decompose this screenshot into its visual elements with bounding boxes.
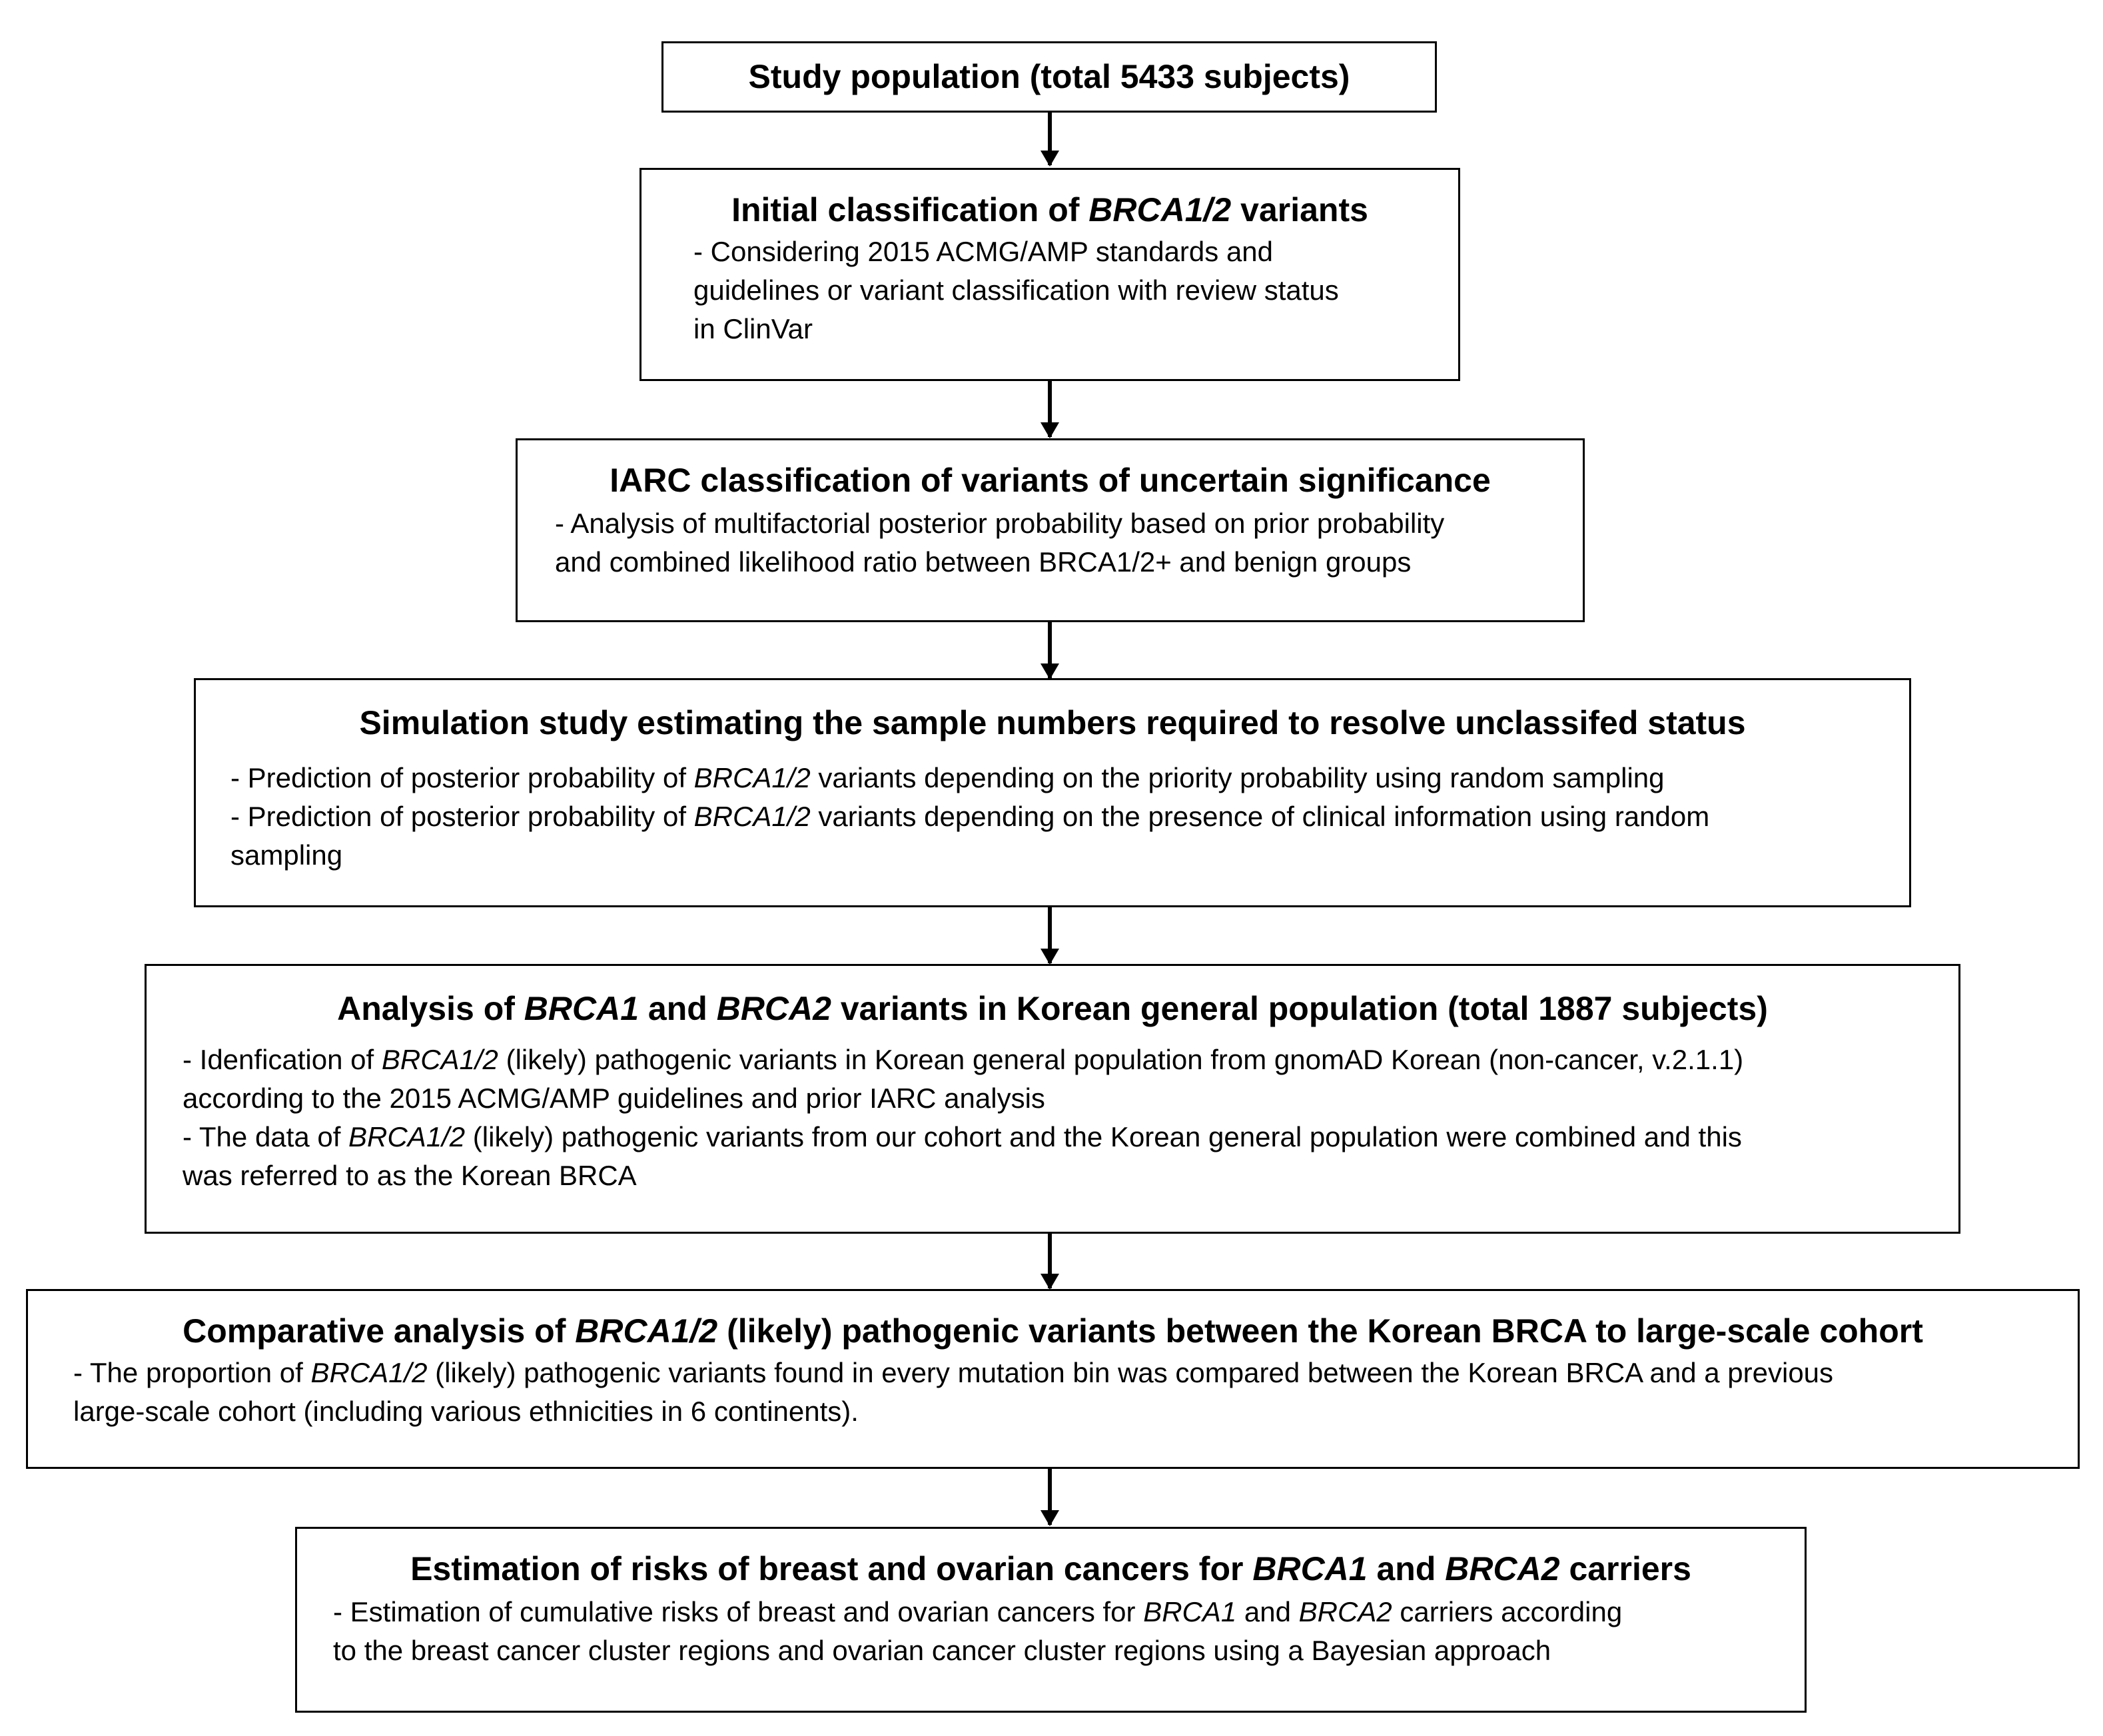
title-text: variants in Korean general population (t… (831, 990, 1768, 1027)
line-text: - The proportion of (73, 1357, 311, 1388)
box-title: Estimation of risks of breast and ovaria… (297, 1549, 1805, 1589)
flow-box-comparative-analysis: Comparative analysis of BRCA1/2 (likely)… (26, 1289, 2080, 1469)
title-text: variants (1231, 191, 1368, 228)
line-text: (likely) pathogenic variants from our co… (465, 1121, 1742, 1152)
title-text: (likely) pathogenic variants between the… (717, 1312, 1923, 1350)
line-text: carriers according (1392, 1596, 1623, 1627)
line-text: was referred to as the Korean BRCA (183, 1160, 637, 1191)
line-text: variants depending on the priority proba… (810, 762, 1665, 793)
line-text: in ClinVar (693, 313, 813, 344)
box-title: Study population (total 5433 subjects) (663, 57, 1435, 97)
title-text: Comparative analysis of (183, 1312, 576, 1350)
box-title: Analysis of BRCA1 and BRCA2 variants in … (147, 989, 1958, 1029)
title-text: Analysis of (337, 990, 524, 1027)
gene-name: BRCA1/2 (310, 1357, 428, 1388)
line-text: and (1236, 1596, 1299, 1627)
flow-box-simulation-study: Simulation study estimating the sample n… (194, 678, 1911, 907)
flow-box-iarc-classification: IARC classification of variants of uncer… (516, 438, 1585, 622)
box-line: and combined likelihood ratio between BR… (555, 543, 1583, 582)
flow-arrow (1041, 381, 1059, 438)
line-text: according to the 2015 ACMG/AMP guideline… (183, 1083, 1045, 1114)
title-text: carriers (1559, 1550, 1691, 1587)
box-line: - The proportion of BRCA1/2 (likely) pat… (73, 1354, 2078, 1392)
line-text: - Considering 2015 ACMG/AMP standards an… (693, 236, 1274, 267)
line-text: - Prediction of posterior probability of (230, 762, 694, 793)
box-line: was referred to as the Korean BRCA (183, 1156, 1958, 1195)
gene-name: BRCA1/2 (693, 762, 811, 793)
gene-name: BRCA1 (1252, 1550, 1368, 1587)
line-text: - Prediction of posterior probability of (230, 801, 694, 832)
box-title: Comparative analysis of BRCA1/2 (likely)… (28, 1311, 2078, 1351)
gene-name: BRCA1/2 (693, 801, 811, 832)
box-line: - Prediction of posterior probability of… (230, 797, 1909, 836)
flow-arrow (1041, 113, 1059, 167)
line-text: sampling (230, 839, 343, 871)
gene-name: BRCA1 (1143, 1596, 1237, 1627)
line-text: - Idenfication of (183, 1044, 382, 1075)
gene-name: BRCA1 (524, 990, 639, 1027)
flow-box-korean-population-analysis: Analysis of BRCA1 and BRCA2 variants in … (145, 964, 1960, 1234)
line-text: variants depending on the presence of cl… (810, 801, 1710, 832)
gene-name: BRCA1/2 (381, 1044, 498, 1075)
line-text: - Estimation of cumulative risks of brea… (333, 1596, 1144, 1627)
box-line: - Analysis of multifactorial posterior p… (555, 504, 1583, 543)
flow-arrow (1041, 1234, 1059, 1290)
flow-arrow (1041, 622, 1059, 679)
line-text: to the breast cancer cluster regions and… (333, 1635, 1551, 1666)
flow-box-initial-classification: Initial classification of BRCA1/2 varian… (639, 168, 1460, 381)
line-text: (likely) pathogenic variants found in ev… (427, 1357, 1834, 1388)
line-text: (likely) pathogenic variants in Korean g… (498, 1044, 1744, 1075)
box-line: to the breast cancer cluster regions and… (333, 1631, 1805, 1670)
title-text: Simulation study estimating the sample n… (359, 704, 1746, 741)
line-text: guidelines or variant classification wit… (693, 274, 1339, 306)
gene-name: BRCA2 (1298, 1596, 1392, 1627)
line-text: large-scale cohort (including various et… (73, 1396, 859, 1427)
box-line: according to the 2015 ACMG/AMP guideline… (183, 1079, 1958, 1118)
line-text: - The data of (183, 1121, 349, 1152)
title-text: IARC classification of variants of uncer… (610, 462, 1491, 499)
box-line: sampling (230, 836, 1909, 875)
title-text: and (639, 990, 717, 1027)
box-line: - The data of BRCA1/2 (likely) pathogeni… (183, 1118, 1958, 1156)
title-text: Initial classification of (731, 191, 1089, 228)
gene-name: BRCA1/2 (575, 1312, 718, 1350)
box-line: in ClinVar (693, 310, 1458, 348)
box-title: Initial classification of BRCA1/2 varian… (641, 190, 1458, 230)
box-line: - Prediction of posterior probability of… (230, 759, 1909, 797)
gene-name: BRCA2 (1445, 1550, 1560, 1587)
title-text: Study population (total 5433 subjects) (748, 58, 1350, 95)
title-text: Estimation of risks of breast and ovaria… (410, 1550, 1253, 1587)
line-text: and combined likelihood ratio between BR… (555, 546, 1412, 578)
box-line: large-scale cohort (including various et… (73, 1392, 2078, 1431)
flow-arrow (1041, 907, 1059, 965)
flow-box-risk-estimation: Estimation of risks of breast and ovaria… (295, 1527, 1807, 1713)
box-line: - Idenfication of BRCA1/2 (likely) patho… (183, 1041, 1958, 1079)
line-text: - Analysis of multifactorial posterior p… (555, 508, 1445, 539)
box-line: guidelines or variant classification wit… (693, 271, 1458, 310)
flow-box-study-population: Study population (total 5433 subjects) (661, 41, 1437, 113)
box-line: - Estimation of cumulative risks of brea… (333, 1593, 1805, 1631)
box-title: IARC classification of variants of uncer… (518, 460, 1583, 500)
box-title: Simulation study estimating the sample n… (196, 703, 1909, 743)
box-line: - Considering 2015 ACMG/AMP standards an… (693, 232, 1458, 271)
flow-arrow (1041, 1469, 1059, 1526)
gene-name: BRCA1/2 (348, 1121, 466, 1152)
gene-name: BRCA2 (716, 990, 831, 1027)
gene-name: BRCA1/2 (1088, 191, 1232, 228)
title-text: and (1367, 1550, 1446, 1587)
